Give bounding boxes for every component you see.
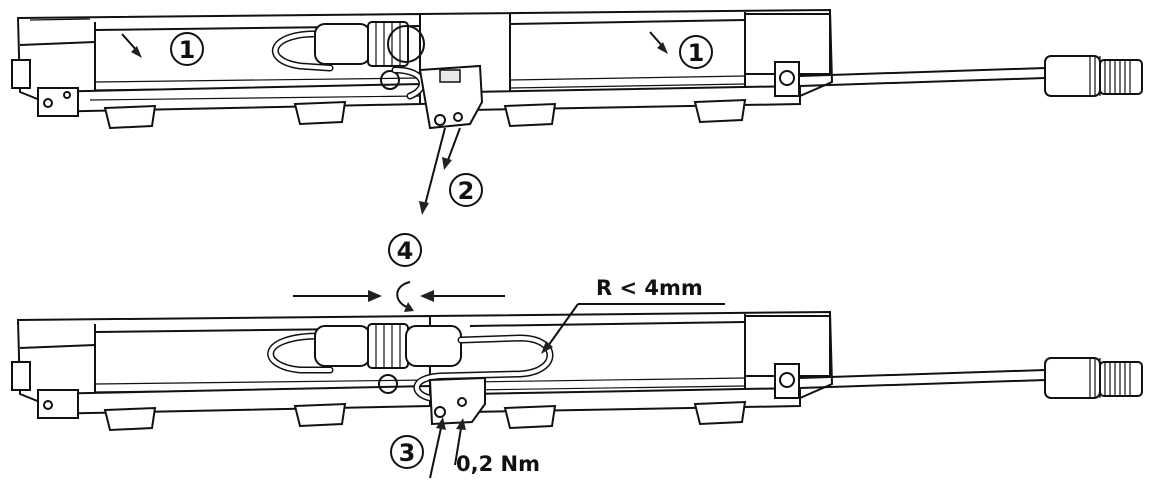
step-2-arrows: 2 [419, 127, 483, 215]
bottom-right-module [429, 310, 1143, 430]
bend-radius-label: R < 4mm [596, 276, 703, 300]
step-3-marker: 3 0,2 Nm [390, 417, 540, 479]
bottom-assembly: R < 4mm 3 0,2 Nm [11, 276, 1143, 479]
step-1-marker-right: 1 [649, 31, 713, 69]
top-bracket [418, 64, 484, 130]
torque-label: 0,2 Nm [456, 452, 540, 476]
step-1-marker-left: 1 [121, 32, 204, 66]
top-right-module [419, 8, 1143, 128]
top-assembly: 1 1 2 [11, 8, 1143, 215]
step-1-label-right: 1 [688, 39, 705, 67]
step-4-marker: 4 [293, 233, 505, 312]
bottom-bracket [428, 376, 486, 426]
step-3-label: 3 [399, 439, 416, 467]
step-4-label: 4 [397, 237, 414, 265]
bottom-coupling-cable [267, 323, 554, 402]
step-2-label: 2 [458, 177, 475, 205]
bend-radius-callout: R < 4mm [541, 276, 725, 354]
step-1-label-left: 1 [179, 36, 196, 64]
